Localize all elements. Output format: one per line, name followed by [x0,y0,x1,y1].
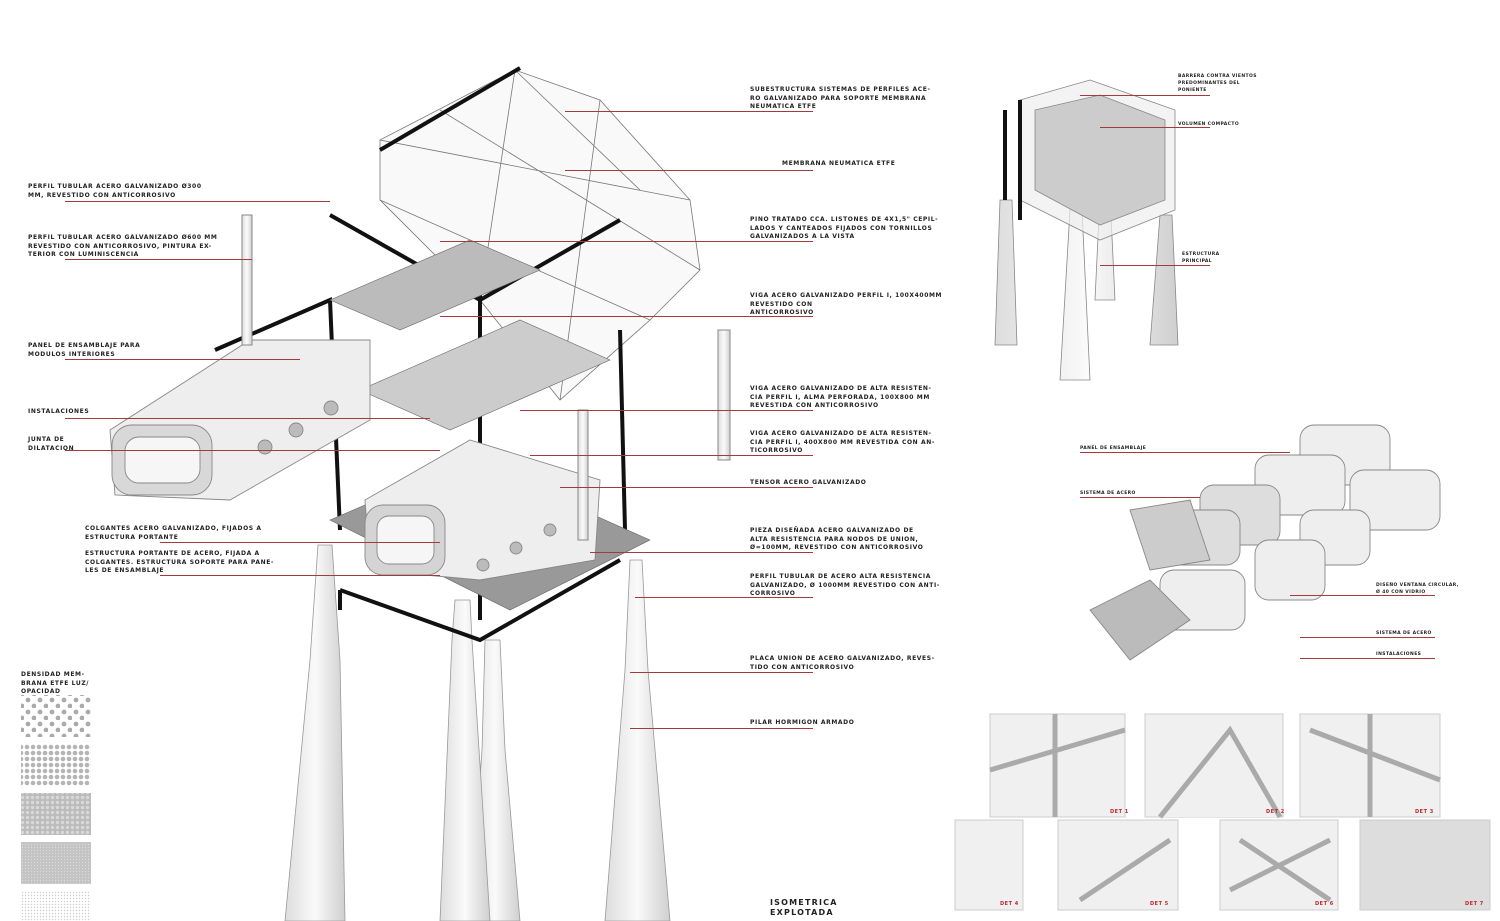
leader-line [565,170,813,171]
label-membrane: MEMBRANA NEUMATICA ETFE [782,160,896,167]
label-tensor: TENSOR ACERO GALVANIZADO [750,479,867,486]
density-swatch-5 [21,891,91,921]
legend-title: DENSIDAD MEM- BRANA ETFE LUZ/ OPACIDAD [21,671,90,695]
density-swatch-4 [21,842,91,884]
label-module-panel: PANEL DE ENSAMBLAJE [1080,446,1147,451]
sheet-title-line-1: ISOMETRICA [770,898,838,907]
leader-line [1080,95,1210,96]
leader-line [1300,658,1435,659]
detail-label-3: DET 3 [1415,809,1434,815]
label-module-window: DISEÑO VENTANA CIRCULAR, Ø 40 CON VIDRIO [1376,583,1459,595]
leader-line [65,450,440,451]
leader-line [630,728,813,729]
label-wind-barrier: BARRERA CONTRA VIENTOS PREDOMINANTES DEL… [1178,74,1257,93]
leader-line [635,597,813,598]
leader-line [630,672,813,673]
label-beam-perforated: VIGA ACERO GALVANIZADO DE ALTA RESISTEN-… [750,385,932,409]
leader-line [160,542,440,543]
label-compact-volume: VOLUMEN COMPACTO [1178,122,1240,127]
label-plate: PLACA UNION DE ACERO GALVANIZADO, REVES-… [750,655,935,671]
label-node-piece: PIEZA DISEÑADA ACERO GALVANIZADO DE ALTA… [750,527,924,551]
density-swatch-1 [21,695,91,737]
label-pillar: PILAR HORMIGON ARMADO [750,719,855,726]
leader-line [65,418,430,419]
sheet-title: ISOMETRICA EXPLOTADA [770,898,838,918]
detail-label-2: DET 2 [1266,809,1285,815]
leader-line [565,111,813,112]
label-assembly-panel: PANEL DE ENSAMBLAJE PARA MODULOS INTERIO… [28,342,141,358]
leader-line [160,575,440,576]
density-swatch-3 [21,793,91,835]
leader-line [65,201,330,202]
detail-label-1: DET 1 [1110,809,1129,815]
leader-line [1100,127,1210,128]
label-module-installations: INSTALACIONES [1376,652,1422,657]
label-bearing-structure: ESTRUCTURA PORTANTE DE ACERO, FIJADA A C… [85,550,275,574]
label-module-steel: SISTEMA DE ACERO [1080,491,1136,496]
detail-label-4: DET 4 [1000,901,1019,907]
label-substructure: SUBESTRUCTURA SISTEMAS DE PERFILES ACE- … [750,86,931,110]
sheet-title-line-2: EXPLOTADA [770,908,834,917]
label-beam-400x800: VIGA ACERO GALVANIZADO DE ALTA RESISTEN-… [750,430,935,454]
leader-line [1300,637,1435,638]
leader-line [590,552,813,553]
concrete-pillars [284,544,671,921]
overview-drawing [994,79,1179,381]
label-expansion-joint: JUNTA DE DILATACION [28,436,75,452]
label-hangers: COLGANTES ACERO GALVANIZADO, FIJADOS A E… [85,525,262,541]
label-tubular-600: PERFIL TUBULAR ACERO GALVANIZADO ø600 MM… [28,234,218,258]
leader-line [560,487,813,488]
leader-line [1290,595,1435,596]
leader-line [1100,265,1210,266]
leader-line [440,241,813,242]
label-module-steel-2: SISTEMA DE ACERO [1376,631,1432,636]
label-tubular-300: PERFIL TUBULAR ACERO GALVANIZADO ø300 MM… [28,183,202,199]
tubular-posts [241,214,731,541]
detail-tiles [954,713,1491,911]
leader-line [65,259,252,260]
detail-label-5: DET 5 [1150,901,1169,907]
module-explosion-drawing [1089,424,1441,661]
leader-line [530,455,813,456]
leader-line [1080,497,1200,498]
label-main-structure: ESTRUCTURA PRINCIPAL [1182,252,1220,264]
etfe-membrane [379,69,701,401]
detail-label-6: DET 6 [1315,901,1334,907]
density-swatch-2 [21,744,91,786]
label-installations: INSTALACIONES [28,408,90,415]
label-beam-100x400: VIGA ACERO GALVANIZADO PERFIL I, 100X400… [750,292,943,316]
detail-label-7: DET 7 [1465,901,1484,907]
label-tubular-1000: PERFIL TUBULAR DE ACERO ALTA RESISTENCIA… [750,573,940,597]
leader-line [440,316,813,317]
leader-line [65,359,300,360]
label-timber: PINO TRATADO CCA. LISTONES DE 4X1,5" CEP… [750,216,939,240]
leader-line [520,410,813,411]
leader-line [1080,452,1290,453]
